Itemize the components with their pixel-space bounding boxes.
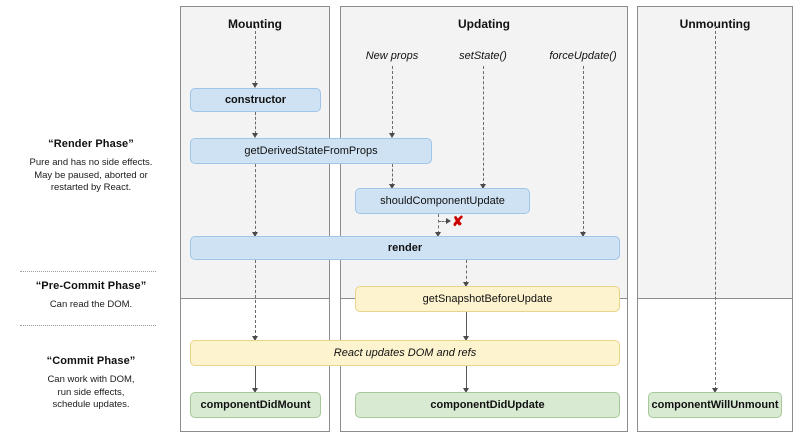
connector-dom-update-to-did-mount xyxy=(255,366,256,390)
skip-render-x-mark: ✘ xyxy=(452,213,464,229)
phase-description-pre-commit: Can read the DOM. xyxy=(49,299,133,310)
connector-gdsfp-to-render xyxy=(255,164,256,234)
phase-divider-commit xyxy=(20,325,156,326)
arrowhead-scu-to-render xyxy=(435,232,441,237)
arrowhead-new-props-to-gdsfp xyxy=(389,133,395,138)
lifecycle-box-react-updates-dom-and-refs[interactable]: React updates DOM and refs xyxy=(190,340,620,366)
connector-dom-update-to-did-update xyxy=(466,366,467,390)
lifecycle-box-get-derived-state-from-props[interactable]: getDerivedStateFromProps xyxy=(190,138,432,164)
arrowhead-to-did-mount xyxy=(252,388,258,393)
phase-title-commit: “Commit Phase” xyxy=(46,355,136,367)
lifecycle-box-should-component-update[interactable]: shouldComponentUpdate xyxy=(355,188,530,214)
phase-title-pre-commit: “Pre-Commit Phase” xyxy=(35,280,147,292)
trigger-new-props: New props xyxy=(365,50,419,62)
phase-description-commit: Can work with DOM, run side effects, sch… xyxy=(47,374,135,410)
lifecycle-box-constructor[interactable]: constructor xyxy=(190,88,321,112)
arrowhead-to-render-mounting xyxy=(252,232,258,237)
lifecycle-box-get-snapshot-before-update[interactable]: getSnapshotBeforeUpdate xyxy=(355,286,620,312)
lifecycle-box-component-will-unmount[interactable]: componentWillUnmount xyxy=(648,392,782,418)
phase-title-render: “Render Phase” xyxy=(48,138,134,150)
column-updating: Updating xyxy=(340,6,628,432)
phase-legend-pre-commit: “Pre-Commit Phase” Can read the DOM. xyxy=(6,280,176,312)
connector-render-to-snapshot xyxy=(466,260,467,284)
arrowhead-to-constructor xyxy=(252,83,258,88)
connector-mounting-top xyxy=(255,26,256,84)
trigger-force-update: forceUpdate() xyxy=(549,50,617,62)
connector-scu-skip-branch xyxy=(438,221,448,222)
column-title-updating: Updating xyxy=(458,17,510,31)
connector-new-props xyxy=(392,66,393,134)
connector-unmounting xyxy=(715,26,716,390)
column-title-unmounting: Unmounting xyxy=(679,17,751,31)
connector-constructor-to-gdsfp xyxy=(255,112,256,134)
connector-force-update xyxy=(583,66,584,234)
arrowhead-to-gdsfp-mounting xyxy=(252,133,258,138)
trigger-set-state: setState() xyxy=(459,50,507,62)
phase-divider-pre-commit xyxy=(20,271,156,272)
arrowhead-to-will-unmount xyxy=(712,388,718,393)
arrowhead-snapshot-to-dom-update xyxy=(463,336,469,341)
lifecycle-box-component-did-update[interactable]: componentDidUpdate xyxy=(355,392,620,418)
connector-set-state xyxy=(483,66,484,186)
arrowhead-to-dom-update-mounting xyxy=(252,336,258,341)
arrowhead-to-scu-from-gdsfp xyxy=(389,184,395,189)
connector-scu-to-render xyxy=(438,214,439,234)
phase-legend-commit: “Commit Phase” Can work with DOM, run si… xyxy=(6,355,176,412)
arrowhead-to-snapshot xyxy=(463,282,469,287)
arrowhead-scu-skip xyxy=(446,218,451,224)
connector-snapshot-to-dom-update xyxy=(466,312,467,338)
arrowhead-set-state-to-scu xyxy=(480,184,486,189)
column-title-mounting: Mounting xyxy=(228,17,282,31)
arrowhead-force-update-to-render xyxy=(580,232,586,237)
lifecycle-box-component-did-mount[interactable]: componentDidMount xyxy=(190,392,321,418)
connector-gdsfp-to-scu xyxy=(392,164,393,186)
phase-description-render: Pure and has no side effects. May be pau… xyxy=(29,157,153,193)
phase-legend-render: “Render Phase” Pure and has no side effe… xyxy=(6,138,176,195)
lifecycle-box-render[interactable]: render xyxy=(190,236,620,260)
connector-render-to-dom-update-mounting xyxy=(255,260,256,338)
arrowhead-to-did-update xyxy=(463,388,469,393)
